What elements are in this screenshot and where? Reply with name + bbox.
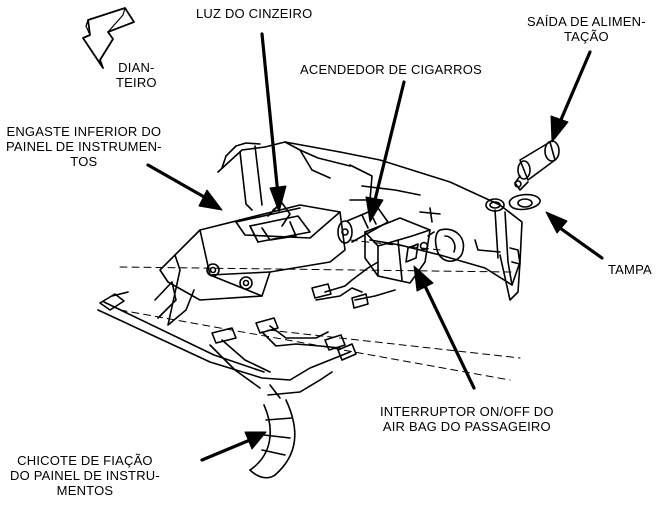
label-luz-do-cinzeiro-line-1: LUZ DO CINZEIRO	[196, 6, 313, 21]
arrow-tampa	[545, 211, 604, 260]
arrow-interruptor	[413, 265, 476, 390]
arrow-engaste	[146, 163, 223, 211]
arrow-chicote	[200, 431, 267, 462]
arrow-saida	[550, 50, 592, 143]
label-engaste-line-1: ENGASTE INFERIOR DO	[6, 124, 162, 139]
label-chicote-line-1: CHICOTE DE FIAÇÃO	[17, 453, 153, 468]
label-acendedor-de-cigarros: ACENDEDOR DE CIGARROS	[300, 62, 482, 77]
label-acendedor-line-1: ACENDEDOR DE CIGARROS	[300, 62, 482, 77]
label-interruptor-line-1: INTERRUPTOR ON/OFF DO	[380, 404, 554, 419]
label-interruptor-line-2: AIR BAG DO PASSAGEIRO	[382, 419, 551, 434]
arrow-luz-cinzeiro	[260, 32, 287, 213]
label-engaste-line-2: PAINEL DE INSTRUMEN-	[6, 139, 162, 154]
forward-direction-arrow	[82, 7, 135, 69]
instrument-panel-lower-bezel	[217, 141, 523, 301]
label-tampa: TAMPA	[608, 262, 652, 277]
outlet-cap	[508, 193, 541, 211]
label-chicote-line-3: MENTOS	[56, 483, 114, 498]
outlet-ring	[485, 198, 505, 212]
label-dianteiro-line-2: TEIRO	[116, 75, 157, 90]
callout-arrows	[146, 32, 604, 462]
power-outlet	[514, 140, 560, 191]
arrow-acendedor	[365, 80, 406, 223]
label-engaste-line-3: TOS	[70, 154, 98, 169]
label-chicote-de-fiacao: CHICOTE DE FIAÇÃO DO PAINEL DE INSTRU- M…	[10, 453, 160, 498]
harness-connectors	[99, 283, 369, 361]
label-tampa-line-1: TAMPA	[608, 262, 652, 277]
label-chicote-line-2: DO PAINEL DE INSTRU-	[10, 468, 160, 483]
label-dianteiro: DIAN- TEIRO	[116, 60, 157, 90]
label-saida-line-2: TAÇÃO	[563, 29, 609, 44]
label-engaste-inferior: ENGASTE INFERIOR DO PAINEL DE INSTRUMEN-…	[6, 124, 162, 169]
label-dianteiro-line-1: DIAN-	[118, 60, 155, 75]
label-saida-line-1: SAÍDA DE ALIMEN-	[527, 14, 646, 29]
wiring-harness	[97, 261, 396, 479]
label-interruptor-air-bag: INTERRUPTOR ON/OFF DO AIR BAG DO PASSAGE…	[380, 404, 554, 434]
label-luz-do-cinzeiro: LUZ DO CINZEIRO	[196, 6, 312, 21]
label-saida-de-alimentacao: SAÍDA DE ALIMEN- TAÇÃO	[527, 14, 646, 44]
ashtray-housing	[154, 202, 346, 326]
